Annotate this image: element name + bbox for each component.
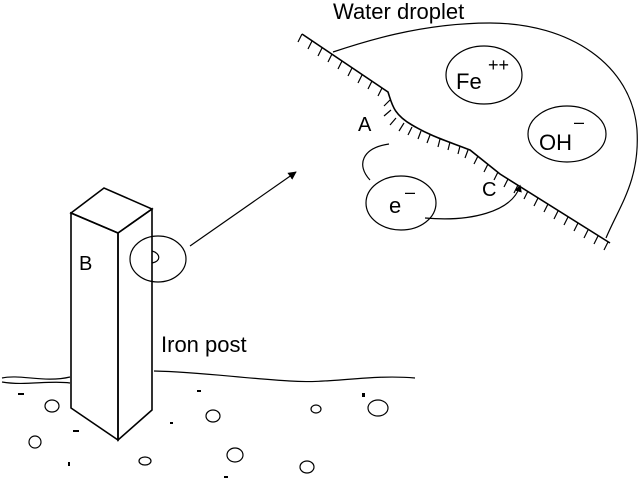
metal-surface [301,33,611,244]
iron-ion-charge: ++ [488,55,509,75]
ground-line-right [153,370,416,383]
label-anode-a: A [358,114,372,136]
water-droplet-label: Water droplet [333,0,464,24]
iron-ion-circle [445,45,523,105]
label-point-b: B [79,253,92,275]
label-cathode-c: C [482,179,496,201]
magnifier-detail [151,250,160,264]
electron-flow-in [362,143,390,181]
electron: e – [365,175,437,231]
electron-symbol: e [389,193,401,218]
ground-line-left [1,376,71,380]
water-droplet-outline [332,22,638,239]
electron-flow-out [424,184,522,220]
soil-specks [18,390,365,478]
iron-ion-symbol: Fe [456,69,482,94]
iron-ion: Fe ++ [445,45,523,105]
electron-charge: – [405,182,415,202]
surface-hatching [297,33,609,251]
magnified-view: Fe ++ OH – e – A C [297,22,638,251]
magnifier-circle [129,235,187,283]
iron-post-top-face [69,187,154,234]
zoom-arrow [189,171,297,247]
hydroxide-ion-circle [527,105,607,163]
iron-post-side-face [117,207,153,442]
hydroxide-ion-symbol: OH [539,130,572,155]
soil-pebbles [28,399,389,474]
hydroxide-ion-charge: – [574,112,584,132]
hydroxide-ion: OH – [527,105,607,163]
ground-line-left-lower [1,381,71,384]
iron-post-front-face [70,211,119,442]
ground [1,370,416,478]
iron-post-label: Iron post [161,332,247,357]
iron-post [69,187,154,442]
electron-circle [365,175,437,231]
